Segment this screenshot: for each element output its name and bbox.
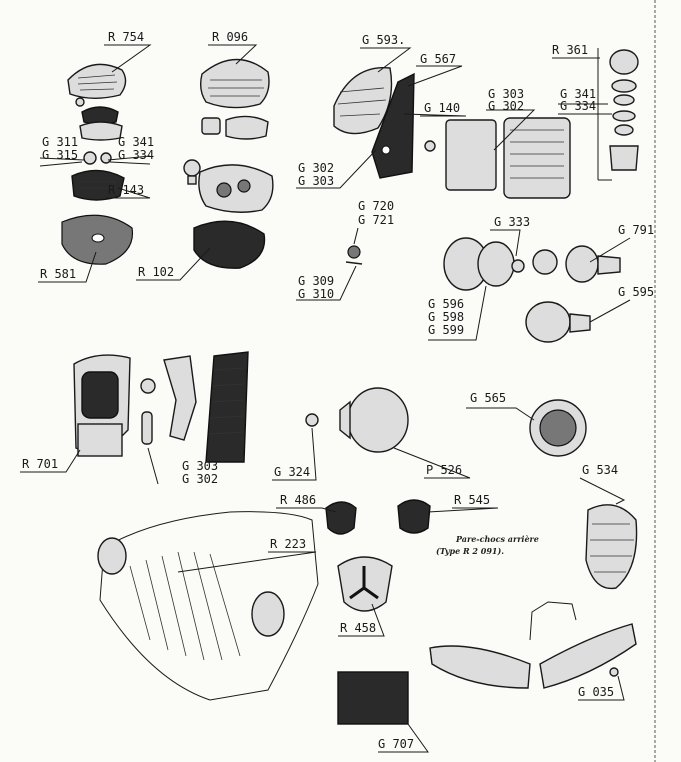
mount-bracket-drawing — [163, 355, 197, 441]
label-r581: R 581 — [40, 267, 77, 281]
label-g567: G 567 — [420, 52, 457, 66]
badge-r486-drawing — [325, 501, 357, 535]
lamp-block-drawing — [424, 117, 571, 199]
label-g341-a: G 341 — [118, 135, 155, 149]
lens-r581-drawing — [61, 214, 134, 265]
label-g534: G 534 — [582, 463, 619, 477]
car-front-drawing — [97, 511, 319, 701]
label-g311: G 311 — [42, 135, 79, 149]
label-g599: G 599 — [428, 323, 465, 337]
lamp-housing-drawing — [198, 164, 274, 213]
headlamp-assembly-drawing — [443, 237, 621, 291]
rear-bumper-drawing — [429, 601, 637, 689]
label-r545: R 545 — [454, 493, 491, 507]
label-g721: G 721 — [358, 213, 395, 227]
label-g593: G 593. — [362, 33, 406, 47]
label-g598: G 598 — [428, 310, 465, 324]
lens-strip-drawing — [205, 351, 249, 463]
label-g341-b: G 341 — [560, 87, 597, 101]
label-r143: R 143 — [108, 183, 145, 197]
label-r486: R 486 — [280, 493, 317, 507]
label-g302-c: G 302 — [182, 472, 219, 486]
small-bulb-drawing — [345, 245, 363, 265]
bracket-g567-drawing — [371, 72, 415, 179]
label-g707: G 707 — [378, 737, 415, 751]
spotlight-p526-drawing — [339, 387, 409, 453]
label-r458: R 458 — [340, 621, 377, 635]
label-g315: G 315 — [42, 148, 79, 162]
lens-r102-drawing — [193, 220, 266, 269]
lamp-g595-drawing — [525, 301, 591, 343]
label-g720: G 720 — [358, 199, 395, 213]
caption-bumper-title: Pare-chocs arrière — [456, 534, 539, 544]
lamp-g593-drawing — [333, 66, 393, 135]
small-screw-drawing — [75, 97, 85, 107]
label-r223: R 223 — [270, 537, 307, 551]
bulb-g324-drawing — [305, 413, 319, 427]
label-g310: G 310 — [298, 287, 335, 301]
bulbs-drawing — [140, 378, 156, 445]
label-g309: G 309 — [298, 274, 335, 288]
grille-lamp-g534-drawing — [585, 504, 638, 590]
lamp-r754-drawing — [67, 63, 127, 99]
lens-set-drawing — [79, 106, 123, 141]
label-r701: R 701 — [22, 457, 59, 471]
bulb-drawing — [183, 159, 201, 185]
label-g334-b: G 334 — [560, 99, 597, 113]
label-g791: G 791 — [618, 223, 655, 237]
label-r102: R 102 — [138, 265, 175, 279]
plate-g707-drawing — [337, 671, 409, 725]
label-p526: P 526 — [426, 463, 463, 477]
label-g302-a: G 302 — [488, 99, 525, 113]
lamp-r096-drawing — [199, 58, 270, 109]
leader-lines — [20, 44, 631, 753]
emblem-r458-drawing — [337, 556, 393, 612]
label-g596: G 596 — [428, 297, 465, 311]
label-g303-a: G 303 — [488, 87, 525, 101]
label-g334-a: G 334 — [118, 148, 155, 162]
label-g324: G 324 — [274, 465, 311, 479]
badge-r545-drawing — [397, 499, 431, 534]
label-g140: G 140 — [424, 101, 461, 115]
label-r361: R 361 — [552, 43, 589, 57]
lamp-r143-drawing — [71, 169, 125, 201]
label-g333: G 333 — [494, 215, 531, 229]
label-r096: R 096 — [212, 30, 249, 44]
label-g303-c: G 303 — [182, 459, 219, 473]
lamp-stack-r361-drawing — [609, 49, 639, 171]
lamp-r701-drawing — [73, 354, 131, 457]
caption-bumper-type: (Type R 2 091). — [436, 546, 505, 556]
label-g565: G 565 — [470, 391, 507, 405]
label-g302-b: G 302 — [298, 161, 335, 175]
small-lenses-drawing — [201, 115, 269, 140]
label-r754: R 754 — [108, 30, 145, 44]
label-g035: G 035 — [578, 685, 615, 699]
label-g595: G 595 — [618, 285, 655, 299]
label-g303-b: G 303 — [298, 174, 335, 188]
bulb-holder-drawing — [83, 151, 112, 165]
headlamp-rim-g565-drawing — [529, 399, 587, 457]
